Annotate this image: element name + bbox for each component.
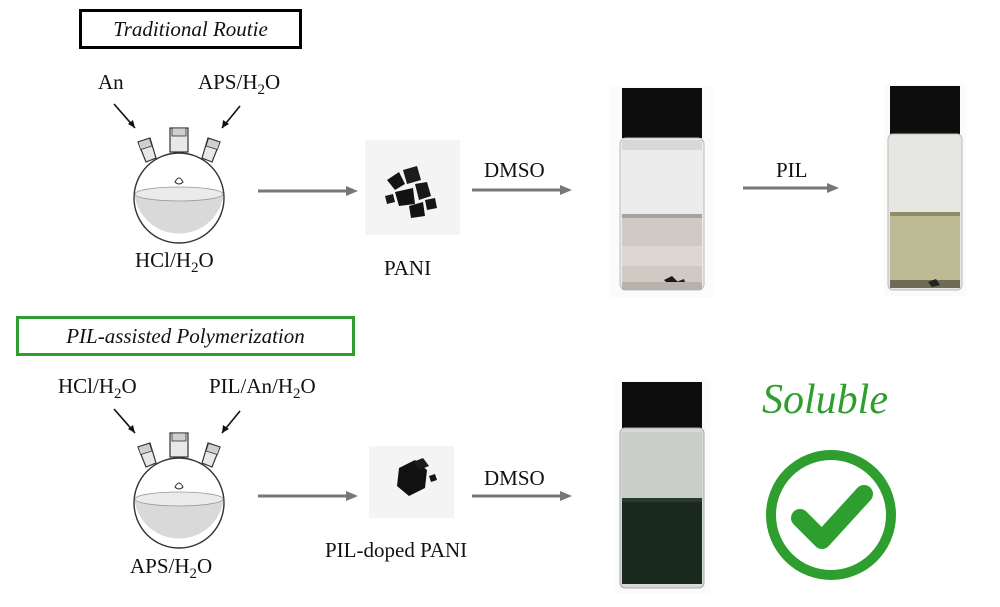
- pani-powder-photo: [365, 140, 460, 235]
- pil-assisted-title-text: PIL-assisted Polymerization: [66, 323, 305, 348]
- traditional-route-title: Traditional Routie: [79, 9, 302, 49]
- pil-arrow-top: [743, 183, 839, 193]
- vial-bottom-dmso-photo: [614, 380, 710, 594]
- flask-top-bottom-label: HCl/H2O: [135, 248, 214, 276]
- three-neck-flask-top: [113, 103, 241, 244]
- pil-doped-pani-powder-photo: [369, 446, 454, 518]
- dmso-arrow-top: [472, 185, 572, 195]
- top-pil-label: PIL: [776, 158, 808, 182]
- traditional-route-title-text: Traditional Routie: [113, 16, 268, 41]
- reaction-arrow-bottom: [258, 491, 358, 501]
- top-dmso-label: DMSO: [484, 158, 545, 182]
- soluble-text: Soluble: [762, 377, 888, 423]
- flask-top-left-label: An: [98, 70, 124, 94]
- pani-label: PANI: [384, 256, 432, 280]
- pil-doped-pani-label: PIL-doped PANI: [325, 538, 468, 562]
- flask-bottom-left-label: HCl/H2O: [58, 374, 137, 402]
- reaction-arrow-top: [258, 186, 358, 196]
- flask-top-right-label: APS/H2O: [198, 70, 281, 98]
- checkmark-circle-icon: [766, 450, 896, 580]
- flask-bottom-bottom-label: APS/H2O: [130, 554, 213, 582]
- vial-top-dmso-photo: [610, 86, 714, 298]
- flask-bottom-right-label: PIL/An/H2O: [209, 374, 316, 402]
- vial-top-pil-photo: [884, 84, 966, 296]
- dmso-arrow-bottom: [472, 491, 572, 501]
- pil-assisted-title: PIL-assisted Polymerization: [16, 316, 355, 356]
- three-neck-flask-bottom: [113, 408, 241, 549]
- bottom-dmso-label: DMSO: [484, 466, 545, 490]
